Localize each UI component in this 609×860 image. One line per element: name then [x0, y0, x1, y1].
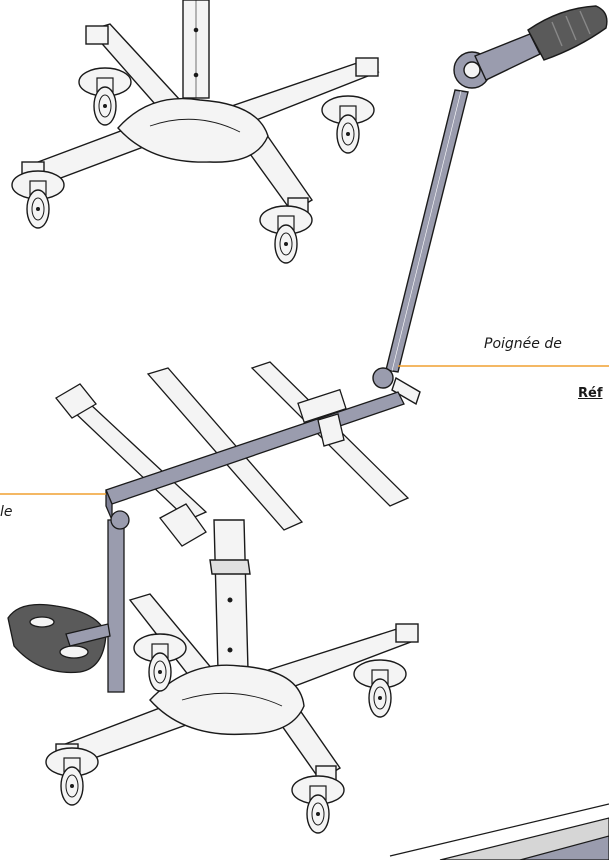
handle-label: Poignée de [484, 336, 562, 352]
vertical-post [107, 519, 125, 693]
reference-label: Réf [578, 386, 603, 401]
lower-hub [149, 664, 305, 736]
handle-grip [527, 5, 608, 61]
top-hub [117, 97, 269, 163]
top-base [21, 0, 380, 217]
bottom-right-fragment [389, 803, 609, 860]
crossbar-frame [7, 361, 410, 693]
telescopic-handle [372, 5, 608, 406]
left-label-fragment: le [0, 504, 13, 520]
